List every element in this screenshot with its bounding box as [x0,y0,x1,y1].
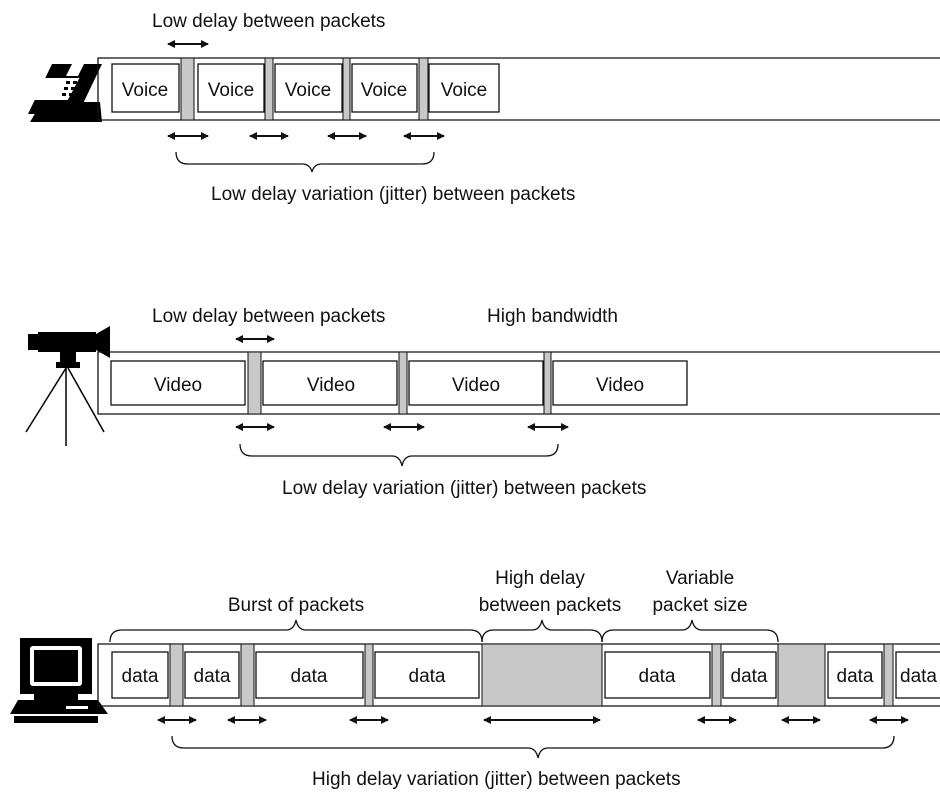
voice-jitter-brace [175,151,435,173]
data-packet [374,651,480,699]
telephone-icon [28,64,102,122]
video-section: Low delay between packets High bandwidth… [25,306,940,499]
voice-packets: Voice Voice Voice Voice Voice [111,63,500,113]
data-jitter-brace [171,735,895,759]
video-gap [398,351,408,415]
voice-packet-label: Voice [208,80,254,101]
video-gap [247,351,262,415]
data-packet [184,651,240,699]
voice-packet-label: Voice [441,80,487,101]
video-link-pipe [97,351,940,415]
data-packet-label: data [409,666,446,687]
burst-brace [109,619,483,643]
video-packet-label: Video [307,375,355,396]
voice-packet [274,63,343,113]
high-delay-label: High delay [495,568,585,589]
data-packet [722,651,777,699]
data-packet [827,651,883,699]
voice-packet [351,63,418,113]
data-packet [111,651,169,699]
variable-size-label: Variable [666,568,734,589]
data-packet-label-cut: data [900,666,937,687]
high-delay-label: between packets [479,595,622,616]
data-packet [895,651,940,699]
data-packet-label: data [639,666,676,687]
data-packet [255,651,364,699]
high-delay-brace [481,619,603,643]
voice-packet [428,63,500,113]
data-gap [883,643,894,707]
video-packet [262,360,398,406]
voice-packet [111,63,180,113]
burst-label: Burst of packets [228,595,364,616]
video-packet [110,360,246,406]
data-packet-label: data [837,666,874,687]
data-bottom-label: High delay variation (jitter) between pa… [312,769,681,790]
data-gap [240,643,255,707]
voice-bottom-label: Low delay variation (jitter) between pac… [211,184,575,205]
video-gap [543,351,552,415]
video-top-label: Low delay between packets [152,306,385,327]
voice-section: Low delay between packets Voice Voice Vo… [28,11,940,205]
voice-packet-label: Voice [285,80,331,101]
data-packet-label: data [731,666,768,687]
voice-gap [342,57,351,121]
video-packet-label: Video [596,375,644,396]
voice-gap [418,57,429,121]
video-packet [552,360,688,406]
voice-packet [197,63,265,113]
data-packet-label: data [291,666,328,687]
video-camera-icon [25,326,110,446]
video-packet-label: Video [154,375,202,396]
data-gap [364,643,374,707]
data-gap-large [481,643,603,707]
data-packet [604,651,711,699]
data-packet-label: data [122,666,159,687]
video-packet-label: Video [452,375,500,396]
voice-gaps [180,57,429,121]
voice-packet-label: Voice [122,80,168,101]
video-bandwidth-label: High bandwidth [487,306,618,327]
voice-gap [264,57,274,121]
data-section: High delay between packets Variable pack… [10,568,940,790]
data-packet-label: data [194,666,231,687]
computer-icon [10,638,108,723]
voice-gap [180,57,195,121]
variable-size-brace [601,619,779,643]
voice-packet-label: Voice [361,80,407,101]
data-gap [711,643,722,707]
data-gap [777,643,826,707]
video-packets: Video Video Video Video [110,360,688,406]
video-bottom-label: Low delay variation (jitter) between pac… [282,478,646,499]
data-gap [169,643,184,707]
video-packet [408,360,544,406]
variable-size-label: packet size [652,595,747,616]
voice-link-pipe [97,57,940,121]
voice-top-label: Low delay between packets [152,11,385,32]
video-jitter-brace [239,443,559,467]
data-packets: data data data data data data data data [111,651,940,699]
